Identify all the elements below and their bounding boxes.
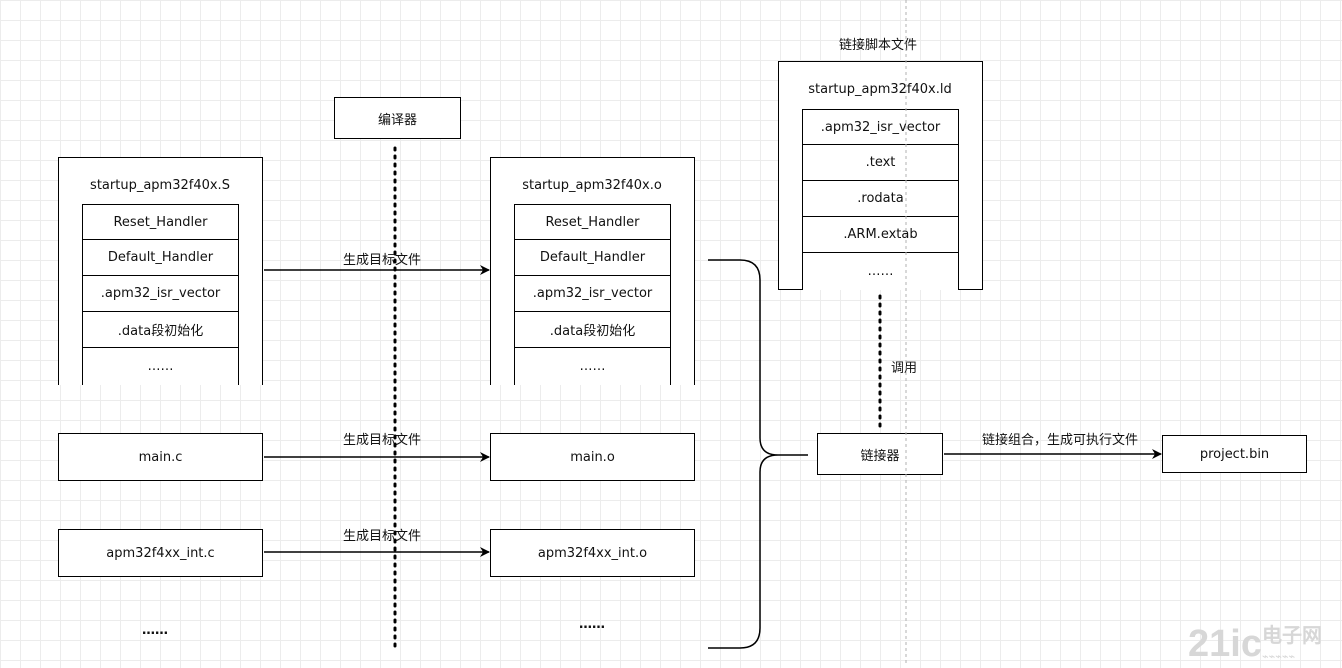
link-arrow-label: 链接组合，生成可执行文件 <box>981 433 1139 448</box>
watermark-text: 电子网 <box>1262 623 1322 647</box>
compile-arrow-label-1: 生成目标文件 <box>342 253 422 268</box>
linker-section-arm-extab[interactable]: .ARM.extab <box>802 217 959 253</box>
source-section-more[interactable]: …… <box>82 348 239 385</box>
source-section-default-handler[interactable]: Default_Handler <box>82 240 239 276</box>
source-more-ellipsis: …… <box>142 623 168 638</box>
linker-script-filename: startup_apm32f40x.ld <box>808 82 952 97</box>
source-section-data-init[interactable]: .data段初始化 <box>82 312 239 348</box>
watermark-logo: 21ic 电子网 ⌁⌁⌁⌁⌁ <box>1188 616 1338 665</box>
object-section-data-init[interactable]: .data段初始化 <box>514 312 671 348</box>
object-int-box[interactable]: apm32f4xx_int.o <box>490 529 695 577</box>
compile-arrow-label-3: 生成目标文件 <box>342 529 422 544</box>
object-startup-filename: startup_apm32f40x.o <box>522 178 662 193</box>
source-int-box[interactable]: apm32f4xx_int.c <box>58 529 263 577</box>
compiler-box[interactable]: 编译器 <box>334 97 461 139</box>
object-more-ellipsis: …… <box>579 617 605 632</box>
invoke-arrow-label: 调用 <box>891 361 918 376</box>
object-files-brace <box>708 259 808 649</box>
output-bin-box[interactable]: project.bin <box>1162 435 1307 473</box>
object-main-box[interactable]: main.o <box>490 433 695 481</box>
source-main-box[interactable]: main.c <box>58 433 263 481</box>
object-section-default-handler[interactable]: Default_Handler <box>514 240 671 276</box>
source-section-isr-vector[interactable]: .apm32_isr_vector <box>82 276 239 312</box>
linker-section-text[interactable]: .text <box>802 145 959 181</box>
compile-arrow-label-2: 生成目标文件 <box>342 433 422 448</box>
source-section-reset-handler[interactable]: Reset_Handler <box>82 204 239 240</box>
linker-section-more[interactable]: …… <box>802 253 959 290</box>
linker-script-title: 链接脚本文件 <box>838 38 918 53</box>
linker-section-isr-vector[interactable]: .apm32_isr_vector <box>802 109 959 145</box>
linker-box[interactable]: 链接器 <box>817 433 943 475</box>
watermark-brand: 21ic <box>1188 623 1262 664</box>
linker-section-rodata[interactable]: .rodata <box>802 181 959 217</box>
svg-text:⌁⌁⌁⌁⌁: ⌁⌁⌁⌁⌁ <box>1262 651 1295 663</box>
object-section-more[interactable]: …… <box>514 348 671 385</box>
object-section-reset-handler[interactable]: Reset_Handler <box>514 204 671 240</box>
source-startup-filename: startup_apm32f40x.S <box>90 178 230 193</box>
object-section-isr-vector[interactable]: .apm32_isr_vector <box>514 276 671 312</box>
